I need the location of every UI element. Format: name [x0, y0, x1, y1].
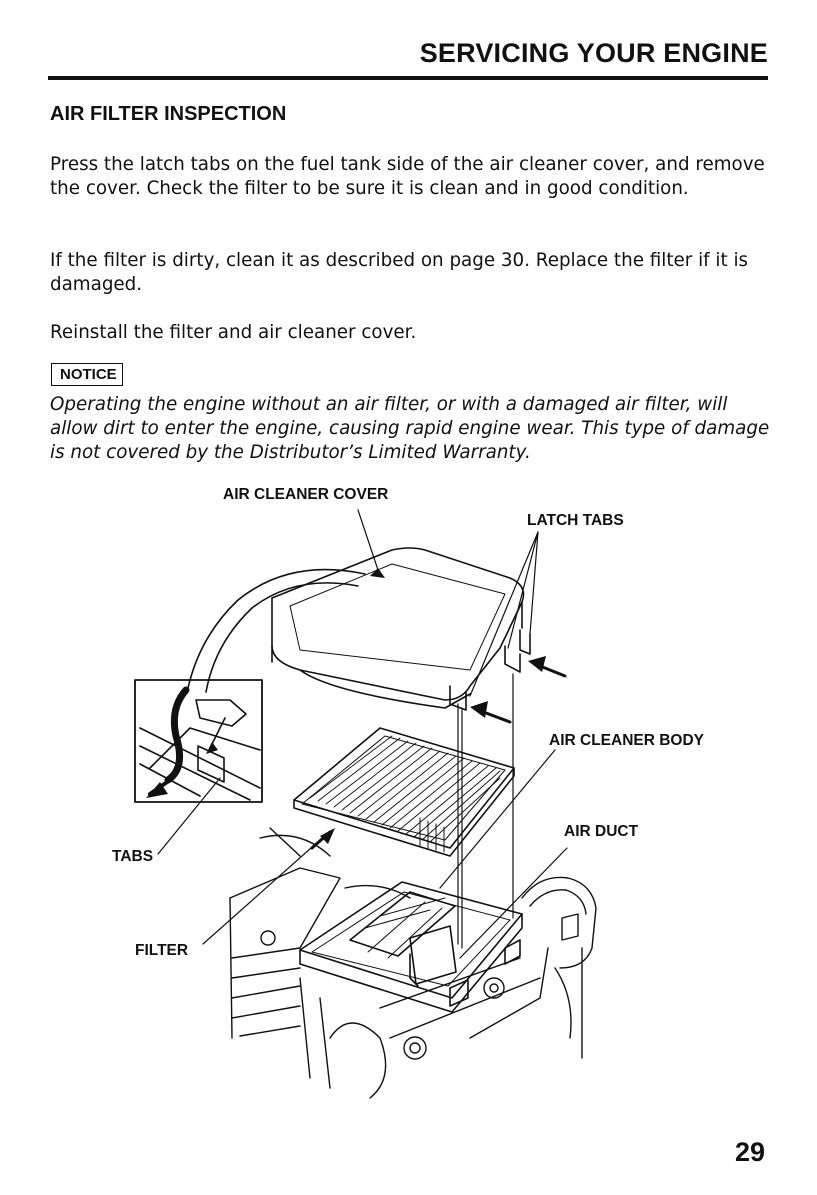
- assembly-guide-lines: [457, 673, 514, 949]
- air-cleaner-diagram: AIR CLEANER COVER LATCH TABS AIR CLEANER…: [0, 478, 817, 1118]
- notice-badge: NOTICE: [51, 363, 123, 386]
- callout-filter: FILTER: [135, 942, 189, 959]
- page-header-title: SERVICING YOUR ENGINE: [419, 38, 768, 68]
- callout-air-cleaner-cover: AIR CLEANER COVER: [223, 486, 389, 503]
- callout-air-cleaner-body: AIR CLEANER BODY: [549, 732, 705, 749]
- engine-drawing: [229, 827, 597, 1099]
- page-number: 29: [734, 1137, 765, 1167]
- callout-tabs: TABS: [112, 848, 154, 865]
- air-cleaner-illustration: [134, 509, 597, 1099]
- paragraph-dirty-filter: If the filter is dirty, clean it as desc…: [50, 250, 749, 295]
- paragraph-reinstall: Reinstall the filter and air cleaner cov…: [50, 322, 417, 343]
- callout-latch-tabs: LATCH TABS: [527, 512, 624, 529]
- header-rule: [48, 76, 768, 80]
- notice-text: Operating the engine without an air filt…: [50, 394, 770, 463]
- section-title: AIR FILTER INSPECTION: [50, 103, 287, 125]
- leader-lines: [157, 509, 568, 959]
- air-cleaner-cover-drawing: [187, 547, 567, 724]
- callout-air-duct: AIR DUCT: [564, 823, 639, 840]
- tab-detail-inset: [134, 679, 263, 803]
- paragraph-remove-cover: Press the latch tabs on the fuel tank si…: [50, 154, 765, 199]
- air-cleaner-body-drawing: [299, 881, 523, 1013]
